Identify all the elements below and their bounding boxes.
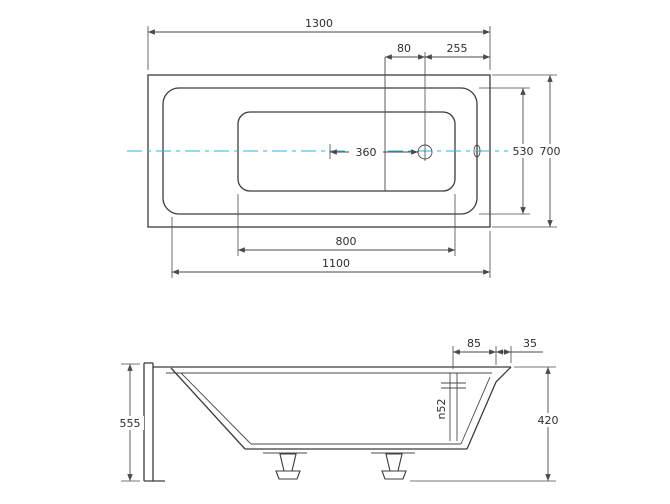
dim-555-label-bg — [116, 416, 144, 430]
overflow-drain-detail: n52 — [435, 373, 466, 441]
overflow-ellipse — [473, 144, 481, 158]
dim-420-label: 420 — [538, 414, 559, 427]
dim-360-label: 360 — [356, 146, 377, 159]
dim-drain-diameter-label: n52 — [435, 399, 448, 420]
dim-700-label-bg — [536, 144, 565, 158]
dim-800-label: 800 — [336, 235, 357, 248]
dim-85-label: 85 — [467, 337, 481, 350]
dim-360-label-bg — [349, 145, 383, 158]
dim-center-to-drain: 360 — [329, 144, 418, 159]
foot-right-leg — [385, 453, 403, 472]
dim-width-inner: 530 — [479, 87, 538, 215]
dim-80-label: 80 — [397, 42, 411, 55]
top-view: 1300 80 255 530 — [127, 17, 565, 278]
side-view: n52 555 — [116, 337, 562, 482]
dim-basin-length: 800 — [237, 194, 456, 256]
wall-right-inner — [460, 376, 491, 445]
dim-35-arrow-right — [504, 349, 511, 355]
foot-right-pad — [381, 470, 407, 480]
foot-left-leg — [279, 453, 297, 472]
dim-length-overall: 1300 — [147, 17, 491, 70]
front-panel-profile — [143, 362, 165, 482]
dim-35-label: 35 — [523, 337, 537, 350]
dim-1300-label: 1300 — [305, 17, 333, 30]
dim-1100-label: 1100 — [322, 257, 350, 270]
backrest-slope-inner — [180, 372, 252, 445]
tub-feet — [263, 452, 415, 480]
tub-side-profile — [153, 366, 512, 450]
dim-555-label: 555 — [120, 417, 141, 430]
dim-530-label-bg — [508, 144, 538, 158]
dim-700-label: 700 — [540, 145, 561, 158]
foot-left-pad — [275, 470, 301, 480]
rim-lip-right — [495, 366, 512, 383]
dim-255-label: 255 — [447, 42, 468, 55]
dim-depth: 420 — [410, 366, 562, 482]
dim-rim-detail: 85 35 — [452, 337, 543, 369]
dim-height-total: 555 — [116, 363, 144, 482]
dim-inner-length: 1100 — [171, 217, 491, 278]
dim-drain-position: 80 255 — [385, 42, 490, 161]
dim-530-label: 530 — [513, 145, 534, 158]
dim-35-arrow-left — [496, 349, 503, 355]
wall-right-outer — [466, 381, 497, 450]
backrest-slope-outer — [170, 367, 246, 450]
dim-width-overall: 700 — [492, 74, 565, 228]
dim-420-label-bg — [534, 413, 562, 427]
